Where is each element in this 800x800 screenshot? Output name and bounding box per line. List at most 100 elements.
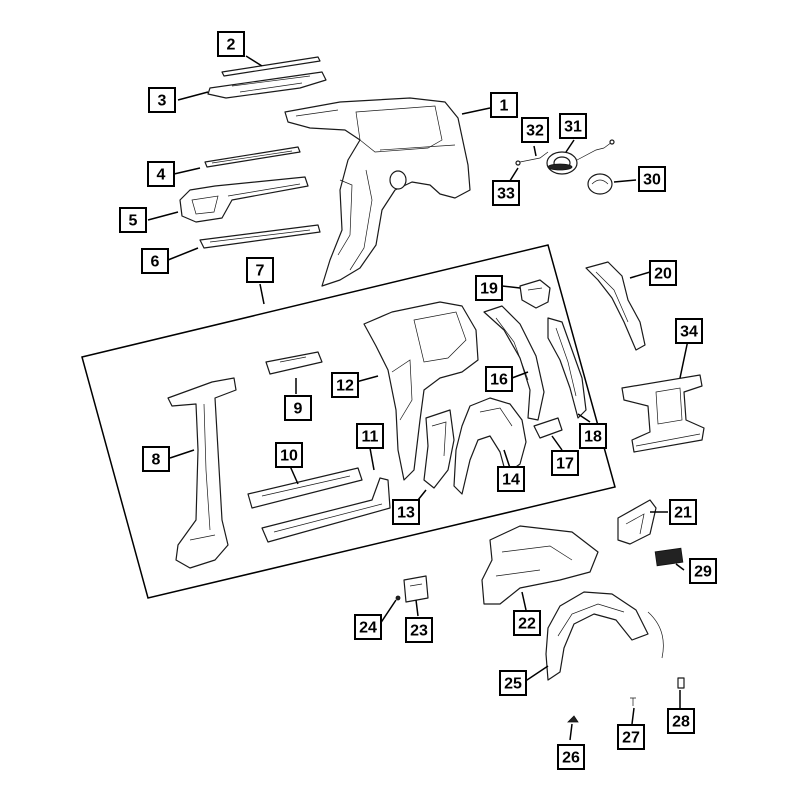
callout-number: 28 (672, 714, 690, 731)
callout-box (499, 670, 527, 696)
callout-16: 16 (485, 366, 513, 392)
callout-box (579, 423, 607, 449)
part-2-roof-strip (221, 56, 321, 77)
part-10-rocker-reinforcement (247, 467, 363, 509)
callout-box (354, 614, 382, 640)
callout-labels: 1234567891011121314161718192021222324252… (119, 31, 717, 770)
part-6-sill-strip (199, 224, 321, 249)
callout-number: 10 (280, 448, 298, 465)
callout-box (356, 423, 384, 449)
callout-number: 27 (622, 730, 640, 747)
callout-box (667, 708, 695, 734)
callout-18: 18 (579, 423, 607, 449)
callout-25: 25 (499, 670, 527, 696)
callout-box (669, 499, 697, 525)
callout-number: 3 (158, 93, 167, 110)
assembly-7-frame (81, 244, 616, 599)
callout-11: 11 (356, 423, 384, 449)
callout-box (141, 248, 169, 274)
part-26-clip (567, 715, 579, 723)
callout-box (331, 372, 359, 398)
part-27-clip (630, 697, 636, 706)
callout-13: 13 (392, 499, 420, 525)
callout-box (246, 257, 274, 283)
callout-box (490, 92, 518, 118)
part-24-fastener (395, 595, 401, 601)
callout-6: 6 (141, 248, 169, 274)
callout-2: 2 (217, 31, 245, 57)
callout-23: 23 (405, 617, 433, 643)
part-22-rear-floor-side (481, 525, 599, 605)
part-5-side-rail (179, 176, 309, 223)
callout-1: 1 (490, 92, 518, 118)
callout-number: 21 (674, 505, 692, 522)
callout-box (551, 450, 579, 476)
callout-box (405, 617, 433, 643)
part-8-b-pillar (167, 377, 237, 569)
callout-32: 32 (521, 117, 549, 143)
callout-31: 31 (559, 113, 587, 139)
part-31-filler-housing (546, 139, 615, 175)
callout-number: 11 (362, 429, 379, 446)
part-9-bracket (265, 351, 323, 375)
part-1-quarter-panel (284, 97, 471, 287)
callout-number: 25 (504, 676, 522, 693)
callout-number: 17 (556, 456, 574, 473)
callout-number: 9 (294, 401, 303, 418)
callout-29: 29 (689, 558, 717, 584)
callout-number: 34 (680, 324, 698, 341)
callout-number: 18 (584, 429, 602, 446)
callout-number: 7 (256, 263, 265, 280)
callout-10: 10 (275, 442, 303, 468)
callout-22: 22 (513, 610, 541, 636)
callout-8: 8 (142, 446, 170, 472)
part-23-bracket (403, 575, 429, 603)
callout-number: 26 (562, 750, 580, 767)
part-3-roof-reinforcement (207, 71, 327, 99)
callout-28: 28 (667, 708, 695, 734)
callout-number: 31 (564, 119, 582, 136)
part-12-inner-quarter (363, 301, 479, 481)
callout-9: 9 (284, 395, 312, 421)
callout-box (485, 366, 513, 392)
callout-3: 3 (148, 87, 176, 113)
callout-5: 5 (119, 207, 147, 233)
callout-number: 24 (359, 620, 377, 637)
callout-box (119, 207, 147, 233)
part-32-cable (515, 151, 549, 166)
callout-box (638, 166, 666, 192)
callout-20: 20 (649, 260, 677, 286)
callout-box (617, 724, 645, 750)
callout-number: 8 (152, 452, 161, 469)
callout-number: 2 (227, 37, 236, 54)
callout-number: 19 (480, 281, 498, 298)
callout-box (521, 117, 549, 143)
callout-number: 4 (157, 167, 166, 184)
callout-box (147, 161, 175, 187)
part-19-bracket (519, 279, 551, 309)
part-28-clip (677, 677, 685, 689)
callout-box (148, 87, 176, 113)
callout-21: 21 (669, 499, 697, 525)
callout-number: 23 (410, 623, 428, 640)
callout-box (284, 395, 312, 421)
callout-box (559, 113, 587, 139)
callout-33: 33 (492, 180, 520, 206)
callout-box (392, 499, 420, 525)
callout-7: 7 (246, 257, 274, 283)
callout-number: 32 (526, 123, 544, 140)
part-34-crossmember (621, 374, 705, 453)
callout-24: 24 (354, 614, 382, 640)
callout-box (557, 744, 585, 770)
leader-lines (147, 55, 689, 741)
callout-number: 14 (502, 472, 520, 489)
callout-number: 6 (151, 254, 160, 271)
callout-number: 16 (490, 372, 508, 389)
part-25-wheelhouse-liner (545, 591, 664, 681)
callout-27: 27 (617, 724, 645, 750)
part-17-bracket (533, 417, 563, 439)
callout-number: 13 (397, 505, 415, 522)
part-29-vent (654, 547, 684, 567)
